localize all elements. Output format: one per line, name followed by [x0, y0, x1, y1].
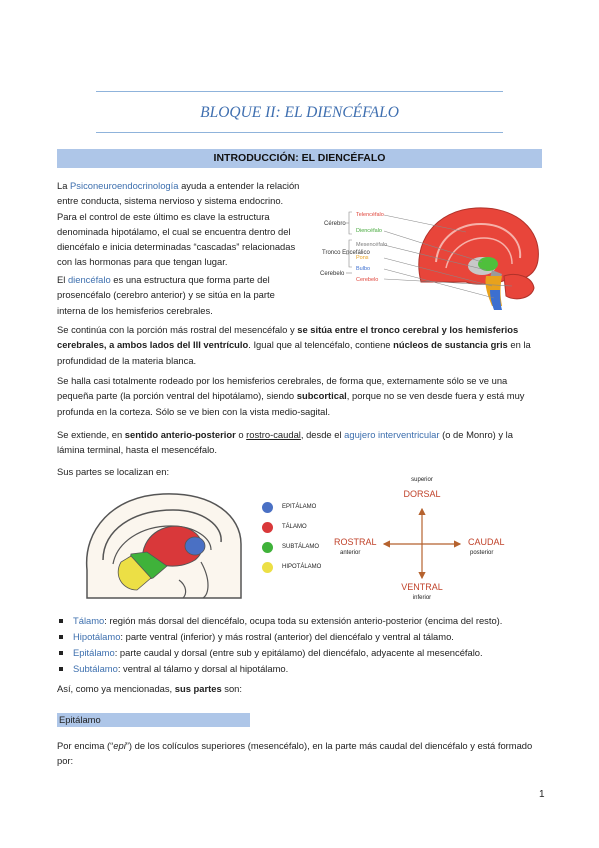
compass-arrows — [382, 507, 462, 580]
brain-drawing — [418, 207, 539, 310]
label-telencefalo: Telencéfalo — [356, 212, 384, 218]
brain-bracket-lines — [346, 211, 513, 299]
parts-bullet-list: Tálamo: región más dorsal del diencéfalo… — [57, 613, 547, 677]
label-mesencefalo: Mesencéfalo — [356, 242, 387, 248]
section-heading: INTRODUCCIÓN: EL DIENCÉFALO — [57, 149, 542, 168]
link-diencefalo[interactable]: diencéfalo — [67, 274, 111, 285]
label-bulbo: Bulbo — [356, 266, 370, 272]
compass-ventral: VENTRAL — [401, 582, 443, 592]
compass-rostral: ROSTRAL — [334, 537, 377, 547]
list-item: Epitálamo: parte caudal y dorsal (entre … — [57, 645, 547, 661]
compass-caudal: CAUDAL — [468, 537, 505, 547]
orientation-compass: superior DORSAL ROSTRAL anterior CAUDAL … — [330, 476, 510, 610]
subsection-heading: Epitálamo — [57, 713, 250, 727]
list-item: Tálamo: región más dorsal del diencéfalo… — [57, 613, 547, 629]
compass-dorsal: DORSAL — [403, 489, 441, 499]
paragraph-extension: Se extiende, en sentido anterio-posterio… — [57, 429, 513, 456]
label-cerebelo: Cerebelo — [356, 277, 378, 283]
page-number: 1 — [539, 789, 545, 800]
paragraph-diencefalo: El diencéfalo es una estructura que form… — [57, 274, 275, 316]
compass-anterior: anterior — [340, 550, 361, 556]
legend-swatch — [262, 522, 273, 533]
paragraph-subcortical: Se halla casi totalmente rodeado por los… — [57, 375, 525, 417]
page-title: BLOQUE II: EL DIENCÉFALO — [200, 104, 399, 121]
link-psiconeuroendocrinologia[interactable]: Psiconeuroendocrinología — [70, 180, 179, 191]
group-label-cerebro: Cérebro — [324, 221, 346, 227]
label-diencefalo: Diencéfalo — [356, 228, 382, 234]
legend-swatch — [262, 542, 273, 553]
legend-swatch — [262, 502, 273, 513]
list-item: Subtálamo: ventral al tálamo y dorsal al… — [57, 661, 547, 677]
paragraph-intro: La Psiconeuroendocrinología ayuda a ente… — [57, 178, 537, 333]
compass-posterior: posterior — [470, 550, 494, 556]
paragraph-partes-localizan: Sus partes se localizan en: — [57, 466, 170, 477]
group-label-tronco: Tronco Encefálico — [322, 250, 370, 256]
top-rule — [96, 91, 503, 92]
brain-group-labels: Cérebro Tronco Encefálico Cerebelo — [320, 221, 370, 277]
brain-part-labels: Telencéfalo Diencéfalo Mesencéfalo Pons … — [356, 212, 387, 283]
paragraph-ubicacion: Se continúa con la porción más rostral d… — [57, 324, 531, 366]
group-label-cerebelo: Cerebelo — [320, 271, 345, 277]
paragraph-epitalamo: Por encima (“epi”) de los colículos supe… — [57, 740, 533, 767]
compass-inferior: inferior — [412, 595, 432, 601]
diencephalon-figure — [85, 493, 242, 599]
title-rule — [96, 132, 503, 133]
link-agujero-interventricular[interactable]: agujero interventricular — [344, 429, 440, 440]
label-pons: Pons — [356, 255, 369, 261]
brain-sagittal-figure: Cérebro Tronco Encefálico Cerebelo Telen… — [320, 207, 539, 310]
compass-superior: superior — [411, 477, 433, 483]
paragraph-partes: Así, como ya mencionadas, sus partes son… — [57, 683, 242, 694]
list-item: Hipotálamo: parte ventral (inferior) y m… — [57, 629, 547, 645]
legend-swatch — [262, 562, 273, 573]
